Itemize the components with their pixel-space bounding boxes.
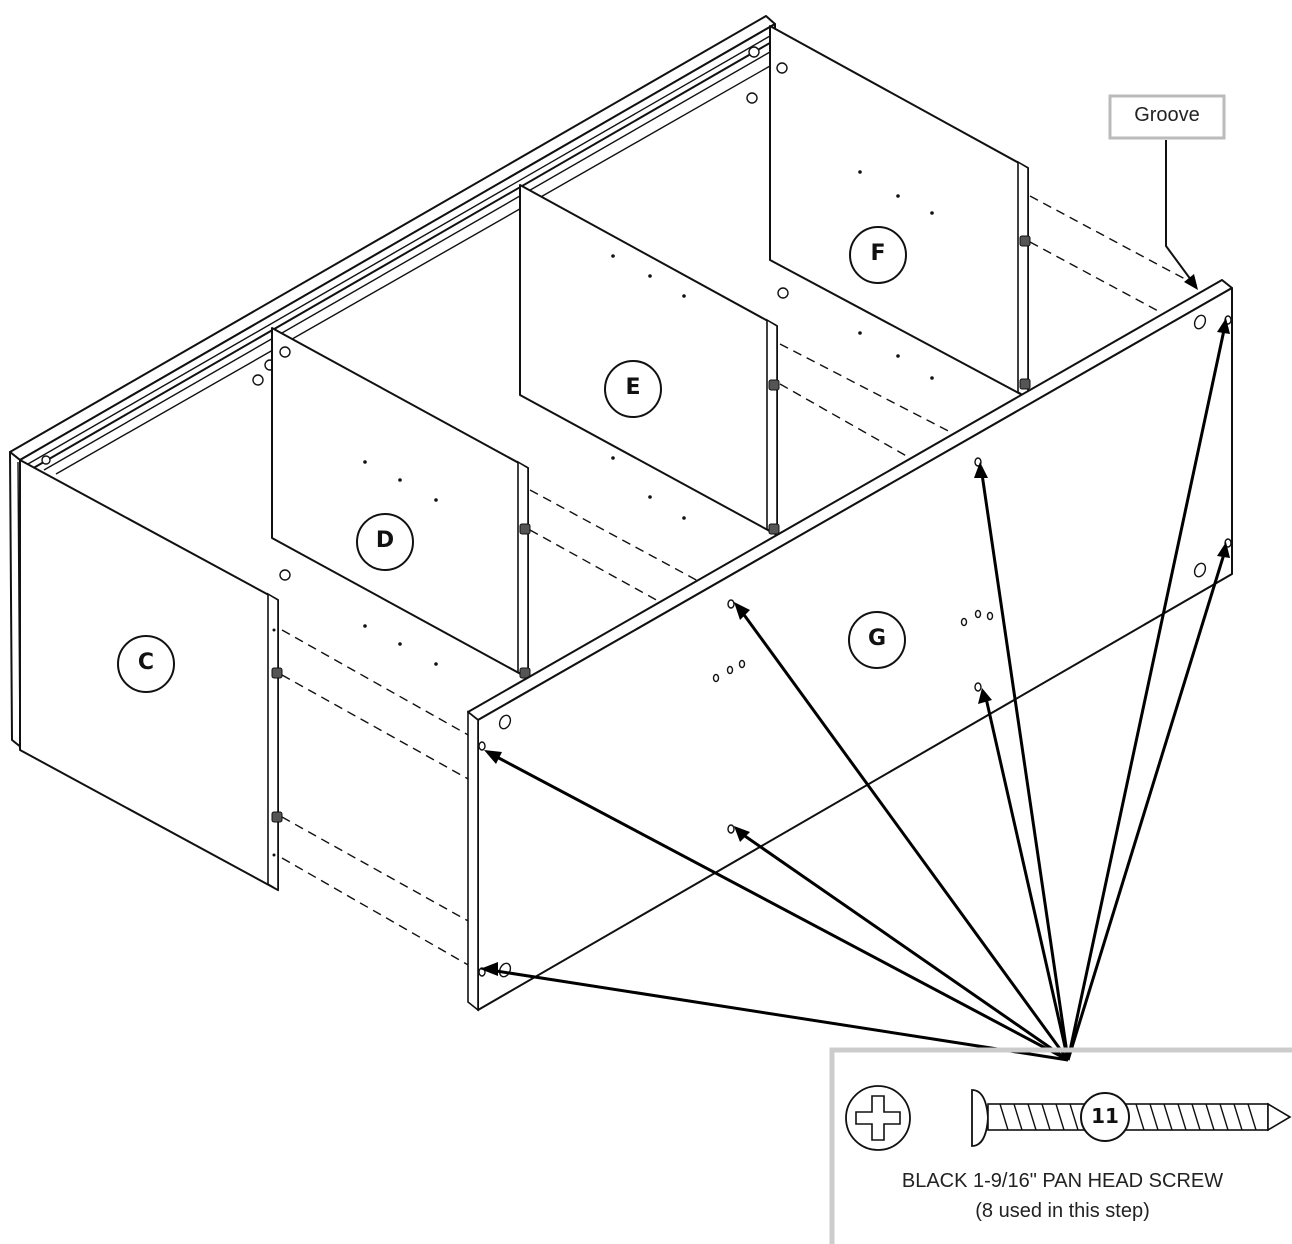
part-number: 11	[1091, 1104, 1119, 1128]
back-panel	[9, 15, 784, 749]
alignment-lines	[281, 195, 1199, 967]
panel-label-g: G	[867, 626, 887, 651]
panel-label-d: D	[375, 528, 395, 553]
hardware-quantity: (8 used in this step)	[975, 1200, 1150, 1222]
panel-label-f: F	[870, 241, 886, 266]
panel-d	[271, 327, 531, 680]
panel-labels	[117, 226, 907, 693]
panel-label-e: E	[625, 375, 641, 400]
panel-e	[519, 184, 780, 537]
groove-label: Groove	[1134, 104, 1200, 126]
panel-label-c: C	[137, 650, 155, 675]
panel-f	[769, 25, 1031, 400]
hardware-name: BLACK 1-9/16" PAN HEAD SCREW	[901, 1170, 1224, 1192]
screw-arrows	[480, 318, 1230, 1062]
groove-callout	[1108, 94, 1226, 290]
hardware-box	[829, 1047, 1292, 1244]
